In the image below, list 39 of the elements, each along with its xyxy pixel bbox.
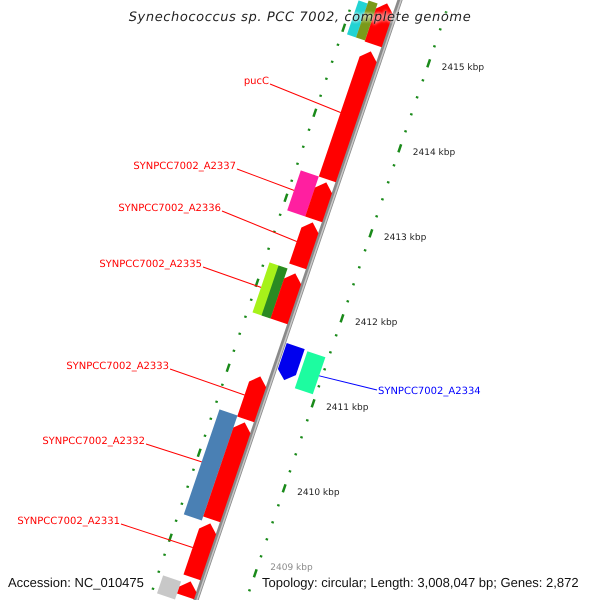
gene-label: SYNPCC7002_A2331 [17,516,120,528]
gene-segment [270,273,302,324]
leader-line [318,375,378,390]
info-text: Accession: NC_010475 [8,575,144,590]
leader-line [270,84,341,113]
scale-label: 2410 kbp [297,488,340,499]
gene-segment [237,376,266,422]
gene-segment [203,422,250,522]
gene-label: SYNPCC7002_A2333 [66,361,169,373]
gene-segment [184,409,238,520]
gene-segment [289,222,318,270]
leader-line [202,266,262,288]
leader-line [146,444,202,462]
scale-label: 2409 kbp [270,562,313,574]
leader-line [170,368,245,396]
gene-segment [177,581,196,600]
leader-line [236,168,294,191]
gene-label: pucC [244,76,269,88]
leader-line [120,524,194,548]
gene-label: SYNPCC7002_A2336 [118,203,221,215]
gene-label: SYNPCC7002_A2335 [99,259,202,271]
scale-label: 2411 kbp [326,402,368,414]
scale-label: 2413 kbp [384,232,426,244]
scale-label: 2415 kbp [442,62,484,74]
gene-segment [278,343,305,380]
gene-segment [287,170,319,216]
gene-segment [305,182,332,222]
scale-label: 2414 kbp [412,148,456,159]
scale-label: 2412 kbp [354,318,398,329]
gene-segment [294,351,326,394]
gene-label: SYNPCC7002_A2332 [42,436,145,448]
gene-segment [184,523,216,580]
gene-segment [157,575,182,600]
gene-segment [318,51,377,182]
title: Synechococcus sp. PCC 7002, complete genome [128,9,472,27]
gene-label: SYNPCC7002_A2334 [378,386,481,398]
leader-line [222,210,298,242]
gene-label: SYNPCC7002_A2337 [133,161,236,173]
info-text: Topology: circular; Length: 3,008,047 bp; Genes: 2,872 [262,575,579,590]
